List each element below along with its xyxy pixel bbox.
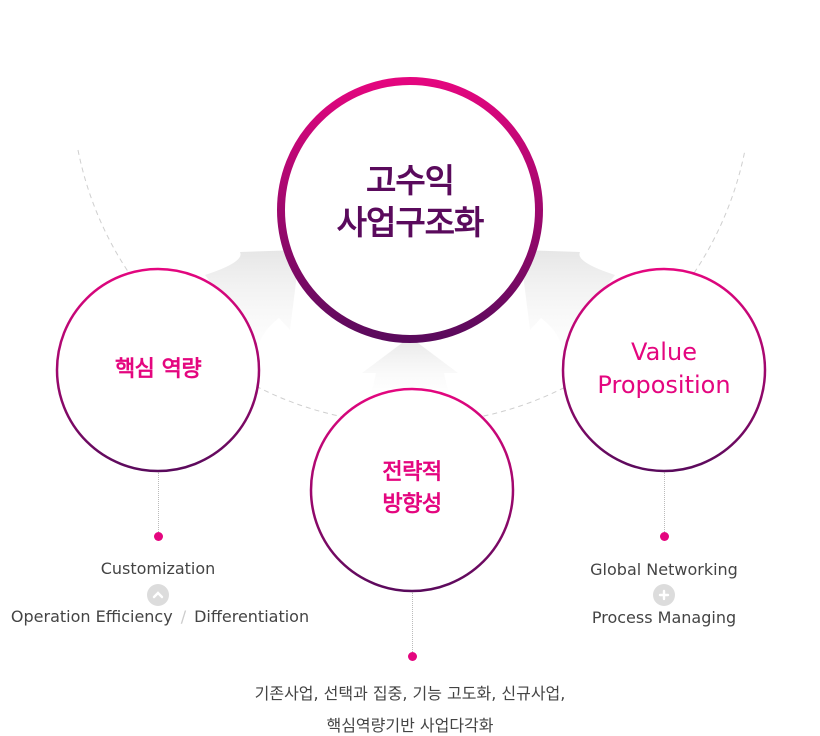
node-label-line: Value [631,338,697,366]
connector-dot [408,652,417,661]
node-circle-core-competency [55,267,261,473]
arrow-center [362,337,458,400]
connector-line [158,472,159,534]
node-label-core-competency: 핵심 역량 [56,354,260,386]
node-label-line: Proposition [597,371,731,399]
item-strategy-line-2: 핵심역량기반 사업다각화 [326,716,494,735]
node-label-strategic-direction: 전략적 방향성 [310,457,514,521]
connector-dot [154,532,163,541]
node-label-value-proposition: Value Proposition [562,336,766,402]
item-row-efficiency-differentiation: Operation Efficiency / Differentiation [0,607,320,626]
arrow-left [205,250,300,370]
node-label-line: 방향성 [382,492,442,517]
center-title-line: 고수익 [365,161,455,200]
connector-line [412,592,413,654]
item-process-managing: Process Managing [591,608,737,627]
node-label-line: 전략적 [382,460,442,485]
center-title: 고수익 사업구조화 [276,160,544,244]
item-strategy-line-1: 기존사업, 선택과 집중, 기능 고도화, 신규사업, [254,684,566,703]
node-circle-strategic-direction [309,387,515,593]
item-operation-efficiency: Operation Efficiency [10,607,173,626]
item-global-networking: Global Networking [590,560,738,579]
separator: / [180,607,187,626]
chevron-up-icon [147,584,169,606]
item-customization: Customization [100,559,216,578]
node-circle-value-proposition [561,267,767,473]
center-circle [277,77,543,343]
node-label-line: 핵심 역량 [114,357,202,382]
connector-dot [660,532,669,541]
arrow-right [520,250,615,370]
center-title-line: 사업구조화 [336,203,485,242]
plus-icon [653,584,675,606]
connector-line [664,472,665,534]
item-differentiation: Differentiation [194,607,310,626]
